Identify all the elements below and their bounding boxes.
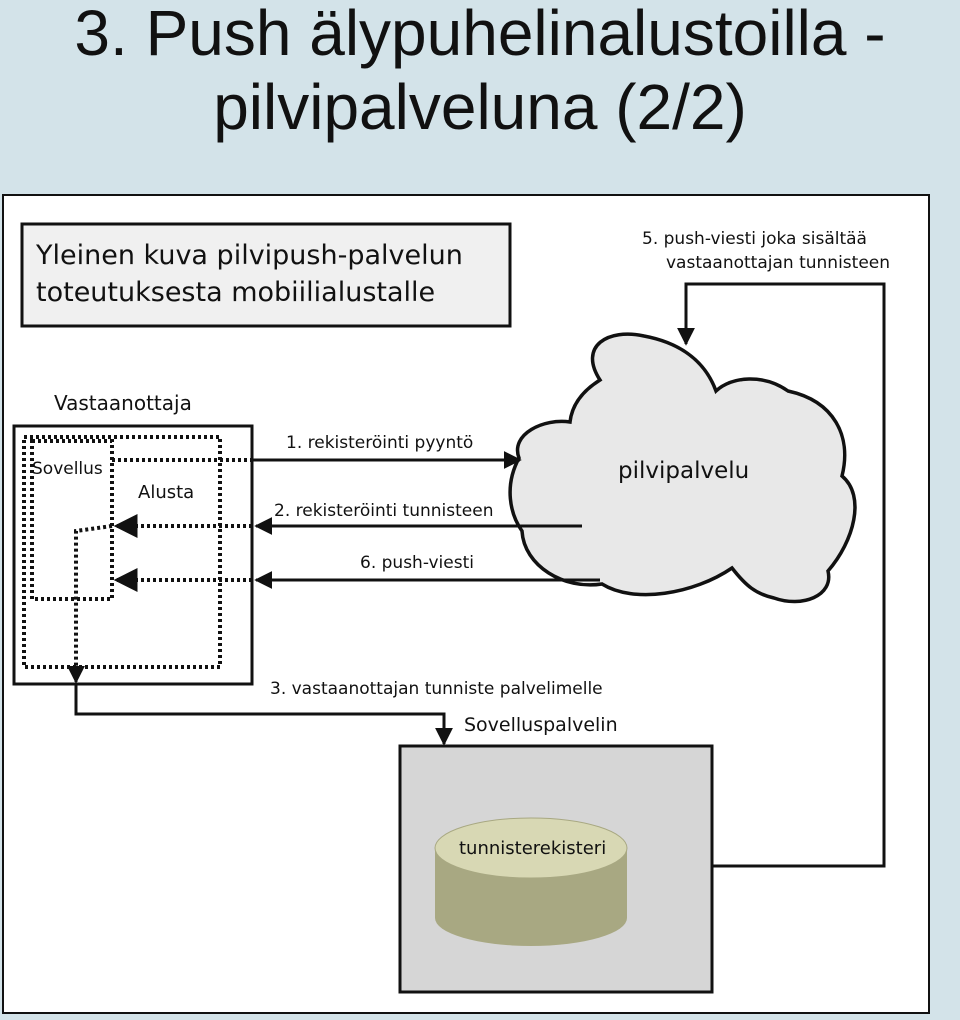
- app-label: Sovellus: [32, 459, 103, 479]
- step5-arrow: [677, 282, 886, 868]
- heading-line-1: Yleinen kuva pilvipush-palvelun: [35, 240, 463, 271]
- app-box: [30, 439, 114, 601]
- cloud-service: [508, 332, 857, 604]
- platform-label: Alusta: [138, 482, 194, 503]
- step1-label: 1. rekisteröinti pyyntö: [286, 433, 473, 453]
- diagram-panel: Yleinen kuva pilvipush-palvelun toteutuk…: [2, 194, 930, 1014]
- step5-label-line-1: 5. push-viesti joka sisältää: [642, 229, 867, 249]
- receiver-box: [12, 424, 254, 686]
- slide-title-line-2: pilvipalveluna (2/2): [213, 71, 747, 143]
- internal-dotted-route: [74, 524, 113, 674]
- step3-label: 3. vastaanottajan tunniste palvelimelle: [270, 679, 603, 699]
- push-architecture-diagram: Yleinen kuva pilvipush-palvelun toteutuk…: [12, 222, 890, 994]
- registry-cylinder-top: [434, 817, 628, 879]
- step5-label-line-2: vastaanottajan tunnisteen: [666, 253, 890, 273]
- cloud-label: pilvipalvelu: [618, 458, 749, 484]
- heading-line-2: toteutuksesta mobiilialustalle: [36, 277, 435, 308]
- server-label: Sovelluspalvelin: [464, 714, 618, 736]
- slide-title: 3. Push älypuhelinalustoilla - pilvipalv…: [0, 0, 960, 144]
- platform-box: [22, 435, 222, 669]
- registry-label: tunnisterekisteri: [459, 838, 606, 859]
- step3-arrow: [74, 684, 453, 746]
- heading-box: [20, 222, 512, 328]
- step2-label: 2. rekisteröinti tunnisteen: [274, 501, 493, 521]
- step6-label: 6. push-viesti: [360, 553, 474, 573]
- receiver-label: Vastaanottaja: [54, 391, 192, 415]
- slide-title-line-1: 3. Push älypuhelinalustoilla -: [74, 0, 886, 69]
